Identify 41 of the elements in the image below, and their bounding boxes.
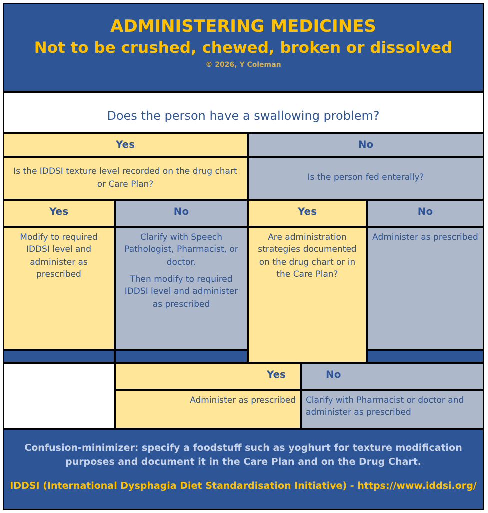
- instruction-box: [367, 227, 484, 350]
- instruction-text: Are administration strategies documented on the drug chart or in the Care Plan?: [257, 232, 358, 282]
- answer-header: [248, 133, 484, 157]
- instruction-text: Clarify with Pharmacist or doctor and administer as prescribed: [306, 395, 466, 420]
- instruction-text: Administer as prescribed: [190, 395, 296, 408]
- instruction-text: Then modify to required IDDSI level and administer as prescribed: [124, 274, 240, 311]
- title: ADMINISTERING MEDICINES: [110, 16, 376, 38]
- instruction-box: [115, 227, 248, 350]
- answer-header: [301, 363, 484, 390]
- answer-header: [115, 200, 248, 227]
- instruction-box: [115, 390, 301, 429]
- answer-label: Yes: [298, 206, 318, 220]
- instruction-text: Clarify with Speech Pathologist, Pharmacist, or doctor.: [124, 232, 240, 269]
- question-box: [248, 157, 484, 200]
- title-banner: [3, 3, 484, 92]
- instruction-box: [3, 227, 115, 350]
- instruction-box: [301, 390, 484, 429]
- note-banner: [3, 429, 484, 510]
- answer-label: Yes: [49, 206, 69, 220]
- answer-header: [115, 363, 301, 390]
- instruction-text: Modify to required IDDSI level and administer as prescribed: [19, 232, 99, 282]
- answer-label: No: [174, 206, 190, 220]
- question-text: Does the person have a swallowing problem?: [107, 108, 380, 125]
- instruction-text: Administer as prescribed: [372, 232, 478, 244]
- question-box: [3, 157, 248, 200]
- note-text: Confusion-minimizer: specify a foodstuff such as yoghurt for texture modification purposes and document it in the Care Plan and on the Drug Chart.: [24, 442, 464, 470]
- answer-header: [3, 200, 115, 227]
- answer-header: [3, 133, 248, 157]
- answer-label: No: [326, 369, 342, 383]
- subtitle: Not to be crushed, chewed, broken or dissolved: [34, 38, 453, 60]
- reference-text: IDDSI (International Dysphagia Diet Standardisation Initiative) - https://www.iddsi.org/: [10, 480, 477, 494]
- answer-header: [248, 200, 367, 227]
- answer-label: No: [358, 139, 374, 153]
- answer-label: Yes: [266, 369, 286, 383]
- answer-label: Yes: [116, 139, 136, 153]
- answer-header: [367, 200, 484, 227]
- answer-label: No: [418, 206, 434, 220]
- question-text: Is the person fed enterally?: [308, 172, 424, 185]
- instruction-box: [248, 227, 367, 363]
- question-box: [3, 92, 484, 133]
- question-text: Is the IDDSI texture level recorded on the drug chart or Care Plan?: [12, 166, 238, 191]
